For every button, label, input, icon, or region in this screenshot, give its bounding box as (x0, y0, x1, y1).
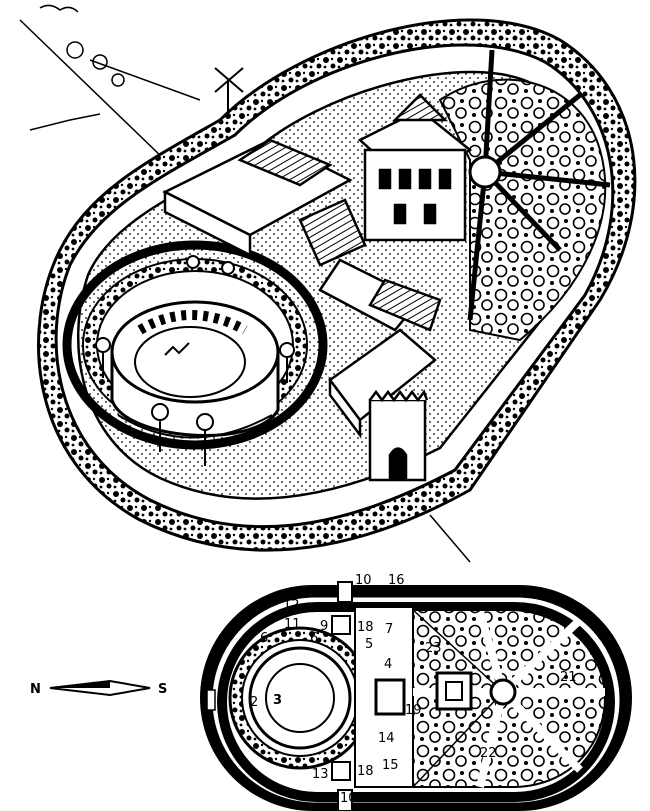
plan-room-13 (331, 761, 351, 781)
label-6b: 6 (310, 631, 318, 646)
compass-south-label: S (158, 682, 167, 697)
label-4: 4 (384, 657, 392, 672)
label-18a: 18 (357, 620, 374, 635)
plan-north-gate (206, 689, 216, 711)
label-19: 19 (405, 703, 422, 718)
label-5: 5 (365, 637, 373, 652)
plan-fountain-inner (445, 681, 463, 701)
plan-room-9 (331, 615, 351, 635)
orchard-center-circle (468, 155, 502, 189)
plan-view: N S 2 3 4 5 6 6 7 9 10 10 11 12 13 14 15… (30, 573, 632, 811)
label-13: 13 (312, 767, 329, 782)
plan-orchard-avenue-edges (412, 609, 504, 788)
label-23: 23 (425, 641, 442, 656)
plan-fountain (435, 671, 473, 711)
plan-courtyard-marker (374, 678, 406, 716)
label-16: 16 (388, 573, 405, 588)
label-12: 12 (283, 598, 300, 613)
plan-labels: 2 3 4 5 6 6 7 9 10 10 11 12 13 14 15 16 … (250, 573, 577, 806)
plan-orchard-center (489, 678, 517, 706)
ring-outer-wall (62, 240, 328, 450)
label-15: 15 (382, 758, 399, 773)
label-18b: 18 (357, 764, 374, 779)
label-7: 7 (385, 622, 393, 637)
label-21: 21 (560, 670, 577, 685)
plan-gate-bottom (337, 789, 353, 811)
main-buildings (162, 93, 473, 439)
label-10a: 10 (355, 573, 372, 588)
label-10b: 10 (340, 791, 357, 806)
arena-building (110, 300, 280, 439)
label-22: 22 (480, 746, 497, 761)
perspective-view (19, 4, 637, 563)
arena-domes (95, 255, 295, 466)
plan-gate-top (337, 581, 353, 603)
label-6a: 6 (260, 631, 268, 646)
label-3: 3 (273, 693, 282, 708)
plan-arena-inner (265, 663, 335, 733)
gatehouse (368, 389, 429, 482)
orchard-avenues (467, 49, 611, 321)
compass-arrow (49, 679, 151, 697)
plan-orchard-avenues (413, 610, 605, 788)
label-2: 2 (250, 695, 258, 710)
compass-north-label: N (30, 682, 41, 697)
label-11: 11 (284, 617, 301, 632)
background-sketch (19, 4, 201, 161)
pointer-line (429, 514, 471, 563)
label-9: 9 (320, 619, 328, 634)
label-14: 14 (378, 731, 395, 746)
